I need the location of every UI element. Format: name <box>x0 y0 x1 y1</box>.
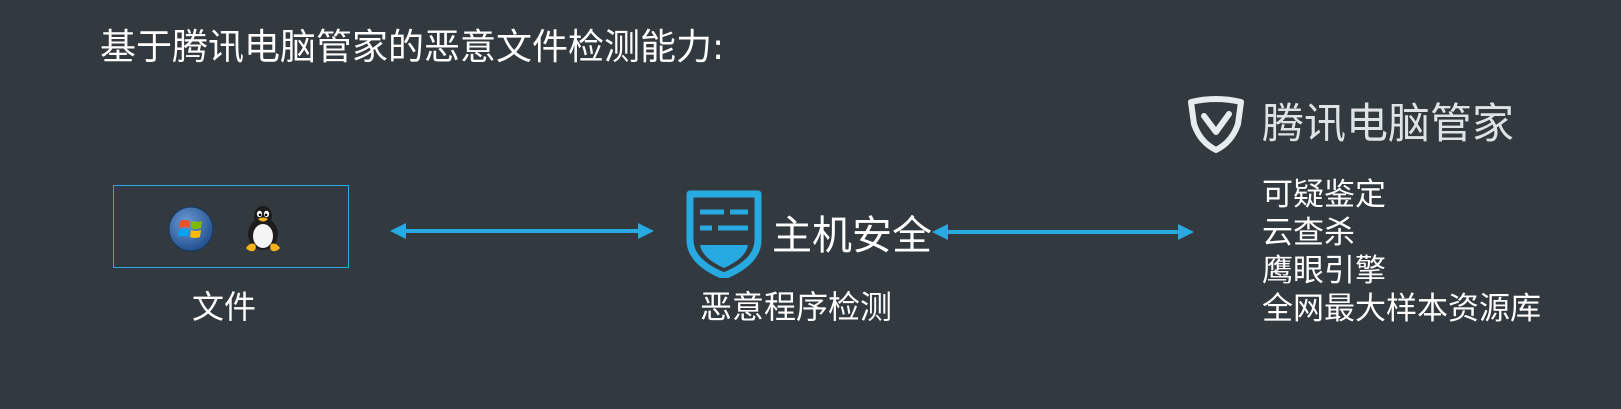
shield-icon <box>684 190 764 282</box>
host-security-label: 主机安全 <box>772 213 932 259</box>
list-item: 云查杀 <box>1262 215 1355 251</box>
bidirectional-arrow-icon <box>930 221 1196 247</box>
windows-logo-icon <box>168 206 214 256</box>
list-item: 鹰眼引擎 <box>1262 253 1386 289</box>
host-security-sublabel: 恶意程序检测 <box>700 288 893 326</box>
file-os-box <box>113 185 349 268</box>
brand-name: 腾讯电脑管家 <box>1262 99 1515 148</box>
tencent-pc-manager-shield-icon <box>1186 94 1246 158</box>
list-item: 可疑鉴定 <box>1262 177 1386 213</box>
file-label: 文件 <box>192 288 257 326</box>
linux-tux-icon <box>242 204 284 256</box>
bidirectional-arrow-icon <box>388 220 656 246</box>
list-item: 全网最大样本资源库 <box>1262 291 1541 327</box>
page-title: 基于腾讯电脑管家的恶意文件检测能力: <box>100 27 725 68</box>
capability-list: 可疑鉴定 云查杀 鹰眼引擎 全网最大样本资源库 <box>1262 176 1541 328</box>
